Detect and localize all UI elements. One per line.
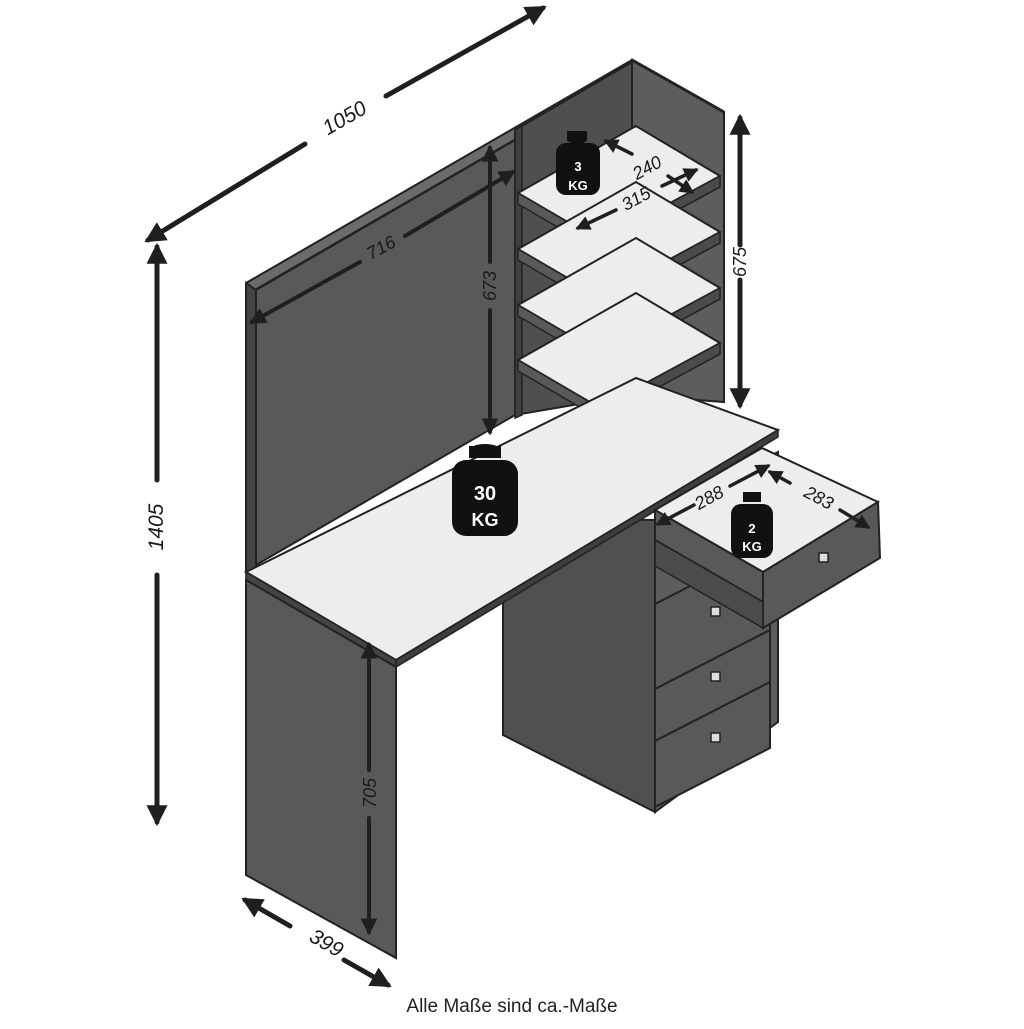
shelf-weight-unit: KG [568,178,588,193]
drawer-weight-unit: KG [742,539,762,554]
depth-label: 399 [305,925,347,963]
drawer-weight-value: 2 [748,521,755,536]
left-side-panel [245,578,397,960]
depth-arrow [241,897,392,988]
width-label: 1050 [319,97,371,140]
height-label: 1405 [145,503,168,550]
drawer-depth-arrow [767,470,871,529]
drawer-width-arrow [655,464,771,526]
desk-weight-value: 30 [474,483,496,505]
back-panel-height-label: 673 [480,271,500,301]
desk-weight-icon: 30 KG [452,444,518,536]
drawer-front-4 [654,680,771,809]
desk-weight-unit: KG [472,510,499,530]
shelf-unit-height-label: 675 [730,246,750,277]
back-panel-width-arrow [249,170,516,324]
drawer-weight-icon: 2 KG [731,492,773,558]
shelf-weight-icon: 3 KG [556,131,600,195]
shelf-weight-value: 3 [574,159,581,174]
shelf-width-arrow [575,168,699,230]
desk-height-label: 705 [360,777,380,808]
footnote: Alle Maße sind ca.-Maße [406,996,618,1017]
shelf-depth-arrow [603,139,695,194]
width-arrow [144,5,547,243]
